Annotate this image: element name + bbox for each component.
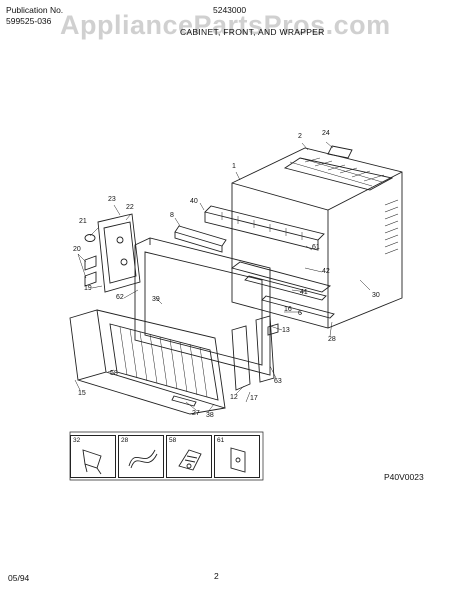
inset-part-28: 28	[118, 435, 164, 478]
section-title: CABINET, FRONT, AND WRAPPER	[180, 27, 325, 37]
callout-63: 63	[274, 378, 282, 385]
callout-8: 8	[170, 212, 174, 219]
callout-40: 40	[190, 198, 198, 205]
callout-19: 19	[84, 285, 92, 292]
model-number: 5243000	[213, 5, 247, 15]
hinge-bracket-icon	[178, 449, 202, 471]
callout-6: 6	[298, 310, 302, 317]
inset-part-61: 61	[214, 435, 260, 478]
inset-part-32: 32	[70, 435, 116, 478]
inset-part-58: 58	[166, 435, 212, 478]
callout-38: 38	[206, 412, 214, 419]
callout-16: 16	[284, 306, 292, 313]
callout-1: 1	[232, 163, 236, 170]
inset-label: 61	[217, 437, 225, 444]
callout-24: 24	[322, 130, 330, 137]
publication-number: 599525-036	[6, 16, 52, 26]
callout-28: 28	[328, 336, 336, 343]
mounting-plate-icon	[230, 447, 246, 473]
watermark: AppliancePartsPros.com	[60, 10, 391, 40]
callout-22: 22	[126, 204, 134, 211]
callout-15: 15	[78, 390, 86, 397]
footer-date: 05/94	[8, 573, 30, 583]
inset-label: 32	[73, 437, 81, 444]
drain-pan-bracket-icon	[82, 449, 102, 475]
callout-20: 20	[73, 246, 81, 253]
callout-23: 23	[108, 196, 116, 203]
publication-label: Publication No.	[6, 5, 64, 15]
callout-39: 39	[152, 296, 160, 303]
callout-41: 41	[300, 289, 308, 296]
callout-62: 62	[116, 294, 124, 301]
callout-17: 17	[250, 395, 258, 402]
callout-13: 13	[282, 327, 290, 334]
callout-30: 30	[372, 292, 380, 299]
diagram-code: P40V0023	[384, 472, 424, 482]
callout-2: 2	[298, 133, 302, 140]
page-number: 2	[214, 571, 219, 581]
callout-61: 61	[312, 244, 320, 251]
callout-42: 42	[322, 268, 330, 275]
inset-label: 28	[121, 437, 129, 444]
callout-12: 12	[230, 394, 238, 401]
callout-21: 21	[79, 218, 87, 225]
inset-label: 58	[169, 437, 177, 444]
spring-clip-icon	[128, 449, 158, 469]
callout-58: 58	[110, 370, 118, 377]
callout-27: 27	[192, 410, 200, 417]
